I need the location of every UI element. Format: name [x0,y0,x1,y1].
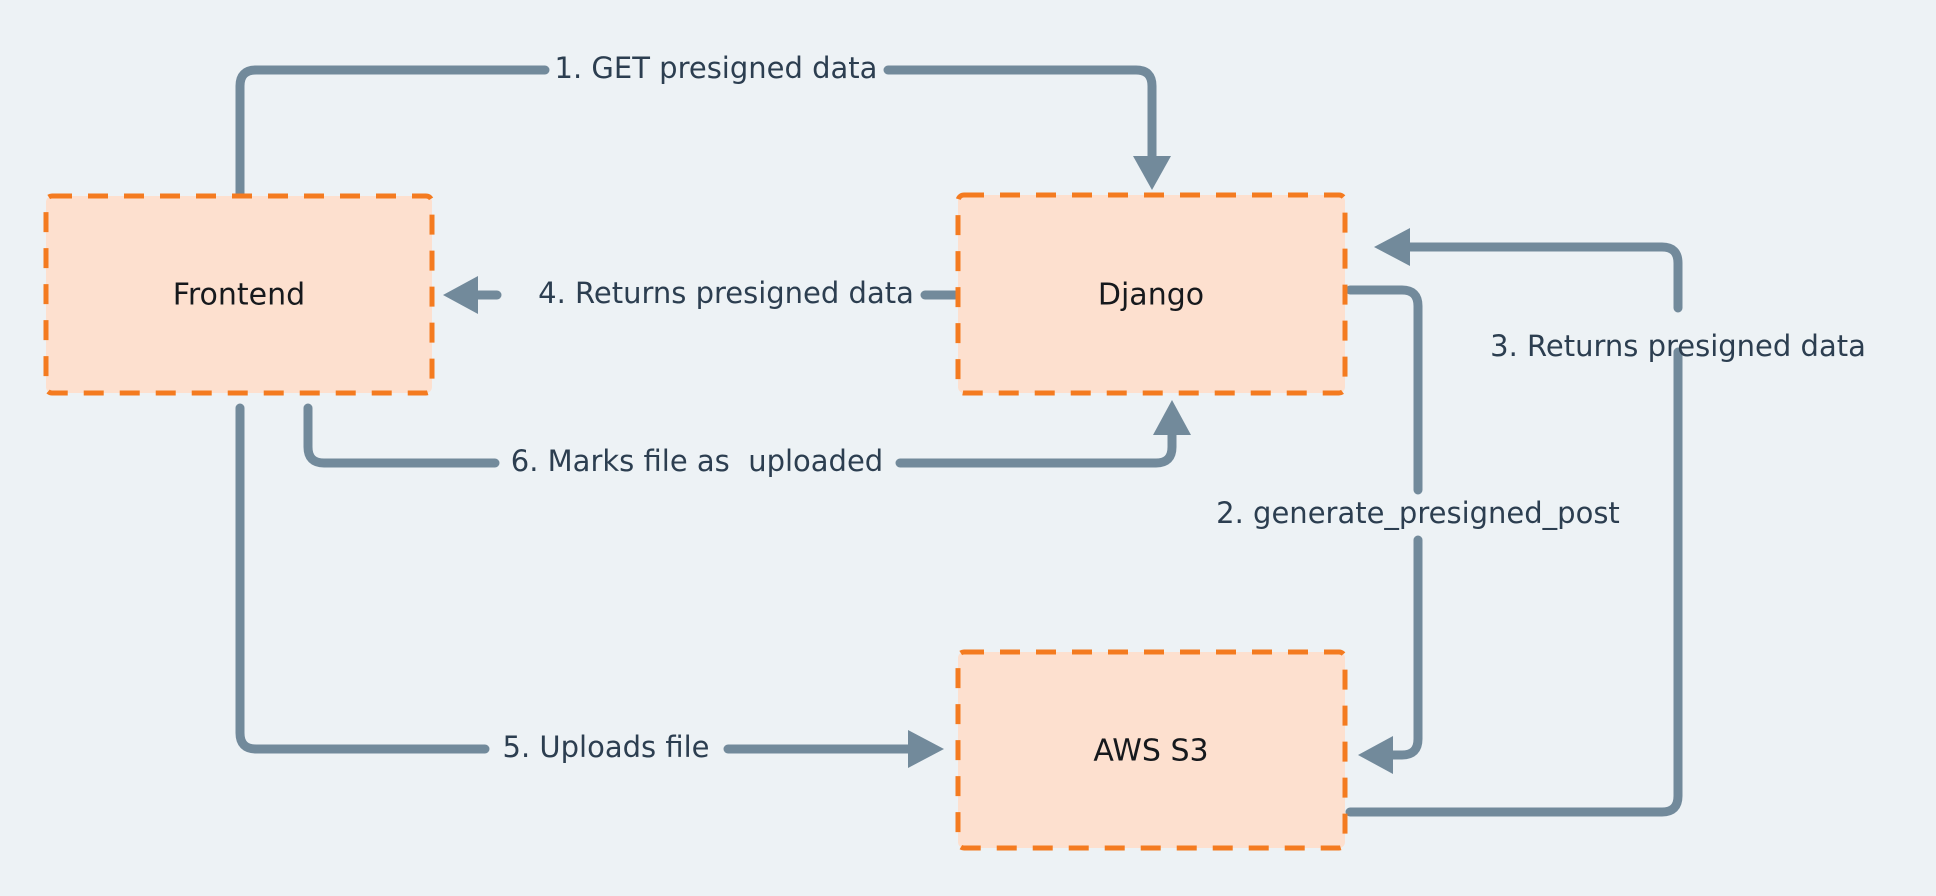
edge-1-path-right [883,65,1157,170]
edge-3-label: 3. Returns presigned data [1490,329,1866,363]
node-django-label: Django [1098,278,1204,313]
edge-4-returns-presigned-data [443,276,960,314]
edge-5-arrowhead [908,730,944,768]
edge-2-path-top [1345,285,1423,495]
node-frontend[interactable]: Frontend [43,193,435,396]
node-frontend-rect[interactable] [43,193,435,396]
node-aws-s3-label: AWS S3 [1093,734,1208,769]
edge-2-arrowhead [1358,736,1393,774]
edge-6-path-left [303,403,500,468]
edge-2-generate-presigned-post [1345,285,1423,774]
edge-6-path-right [895,422,1177,468]
edge-5-uploads-file [235,403,944,768]
edge-3-returns-presigned-data [1345,228,1683,817]
edge-5-path-left [235,403,490,754]
node-django[interactable]: Django [955,192,1348,396]
edge-3-path-top [1399,242,1683,313]
edge-2-label: 2. generate_presigned_post [1216,496,1620,530]
edge-4-label: 4. Returns presigned data [538,276,914,310]
node-django-rect[interactable] [955,192,1348,396]
edge-2-path-bottom [1382,535,1423,760]
edge-3-path-bottom [1345,347,1683,817]
edge-1-path-left [235,65,550,201]
edge-6-marks-file-as-uploaded [303,400,1191,468]
edge-4-arrowhead [443,276,478,314]
edge-6-label: 6. Marks file as uploaded [511,444,883,478]
node-frontend-label: Frontend [173,278,305,313]
edge-5-label: 5. Uploads file [503,730,710,764]
edge-1-label: 1. GET presigned data [555,51,878,85]
node-aws-s3[interactable]: AWS S3 [955,649,1348,851]
edge-1-get-presigned-data [235,65,1171,201]
edge-6-arrowhead [1153,400,1191,435]
edge-3-arrowhead [1374,228,1410,266]
edge-1-arrowhead [1133,156,1171,190]
node-aws-s3-rect[interactable] [955,649,1348,851]
